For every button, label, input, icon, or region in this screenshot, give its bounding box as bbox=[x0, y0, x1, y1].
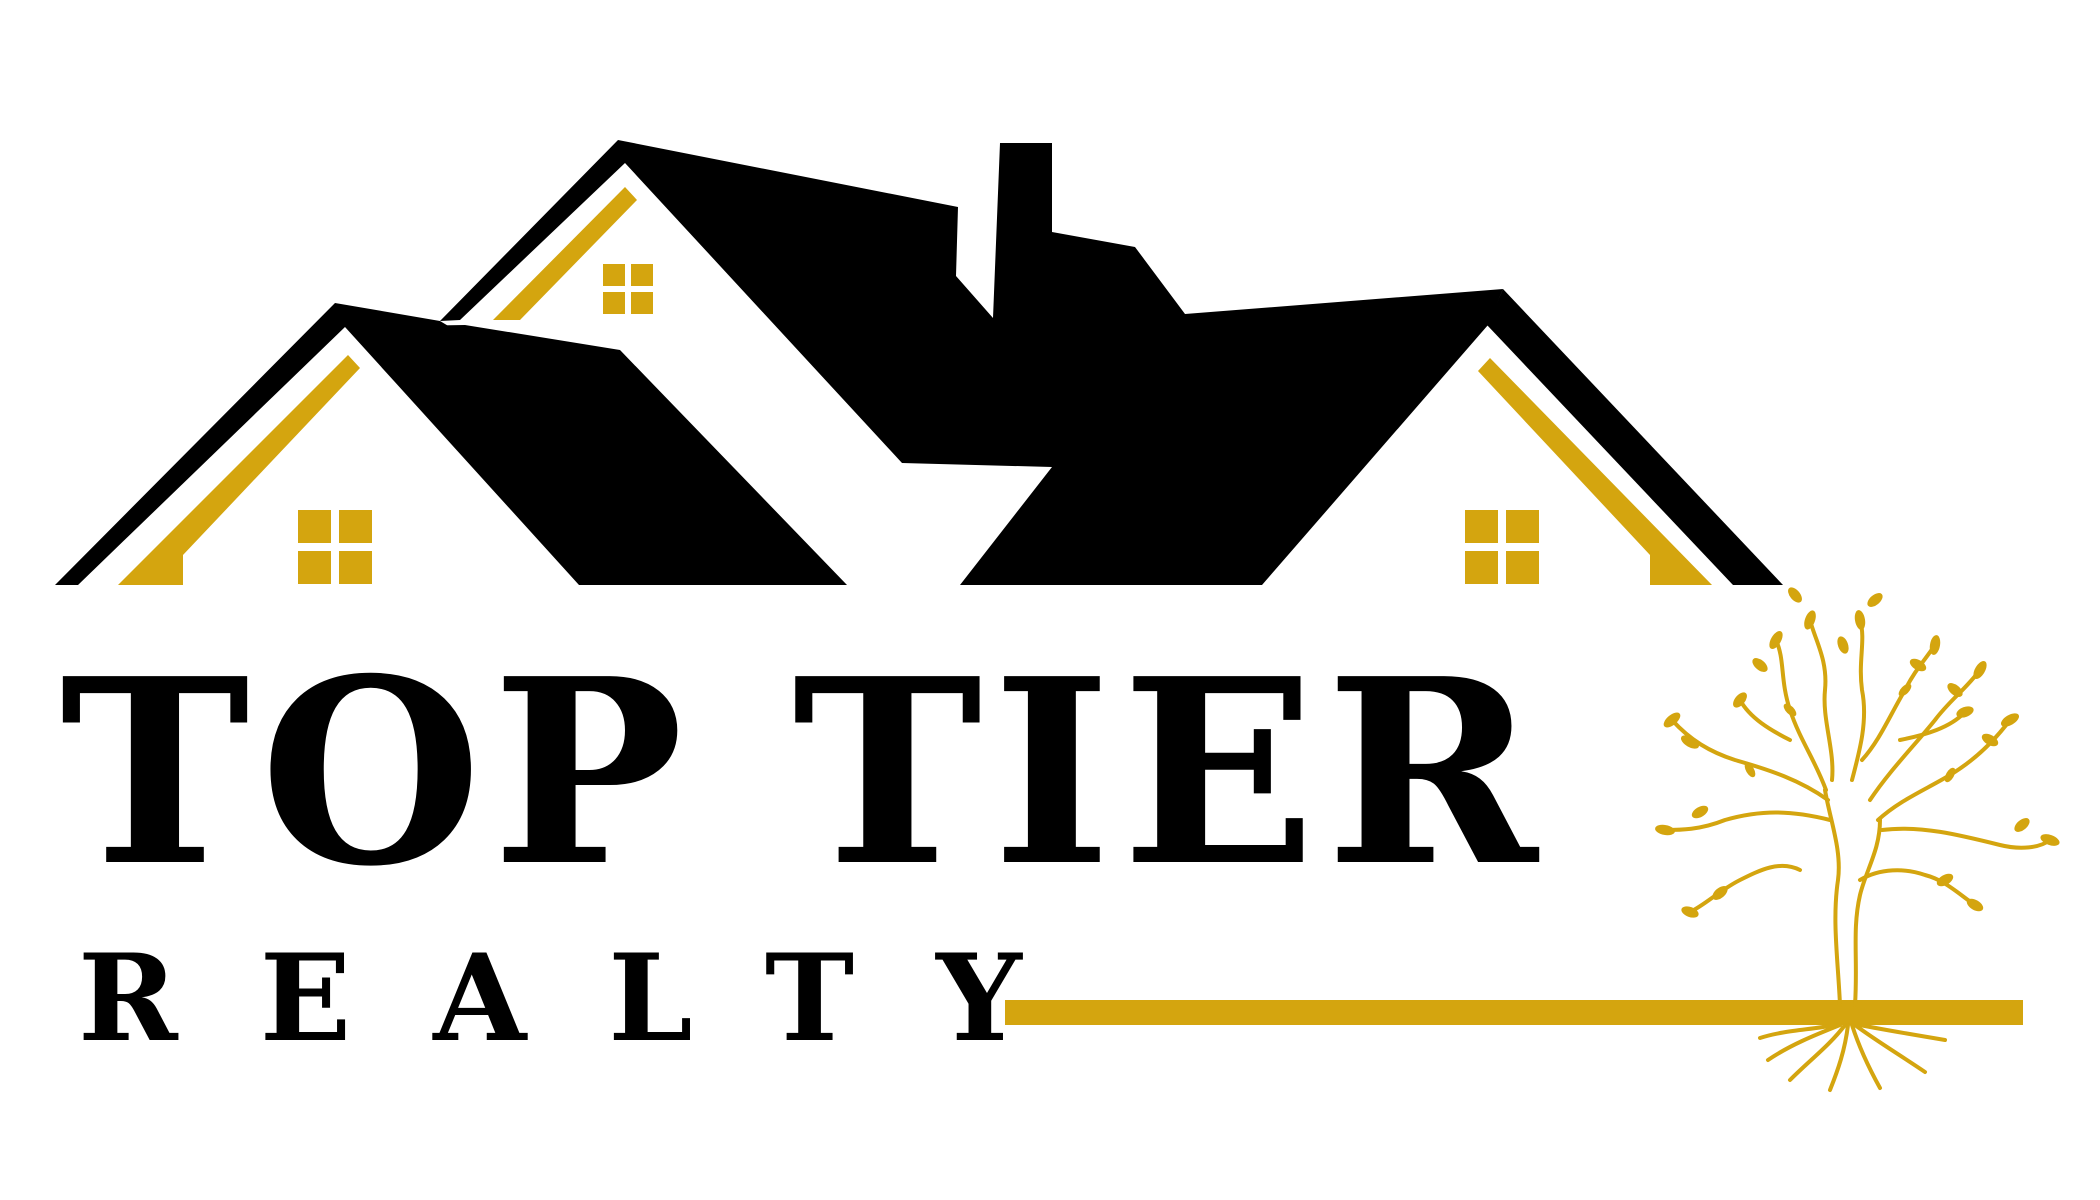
left-roof bbox=[345, 325, 847, 585]
window-icon bbox=[603, 264, 653, 314]
brand-name-line2: REALTY bbox=[78, 928, 1104, 1069]
house-roofline-icon bbox=[55, 140, 1783, 585]
window-icon bbox=[1465, 510, 1539, 584]
left-gable-accent bbox=[118, 355, 360, 585]
right-gable-accent bbox=[1478, 358, 1712, 585]
middle-roof bbox=[440, 140, 1503, 585]
middle-gable-accent bbox=[493, 187, 637, 320]
tree-with-roots-icon bbox=[1655, 587, 2060, 1092]
right-roof-outer-stroke bbox=[1487, 289, 1783, 585]
left-roof-outer-stroke bbox=[55, 303, 450, 585]
window-icon bbox=[298, 510, 372, 584]
gold-underline bbox=[1005, 1000, 2023, 1025]
brand-name-line1: TOP TIER bbox=[60, 624, 1548, 923]
chimney bbox=[1000, 143, 1052, 233]
